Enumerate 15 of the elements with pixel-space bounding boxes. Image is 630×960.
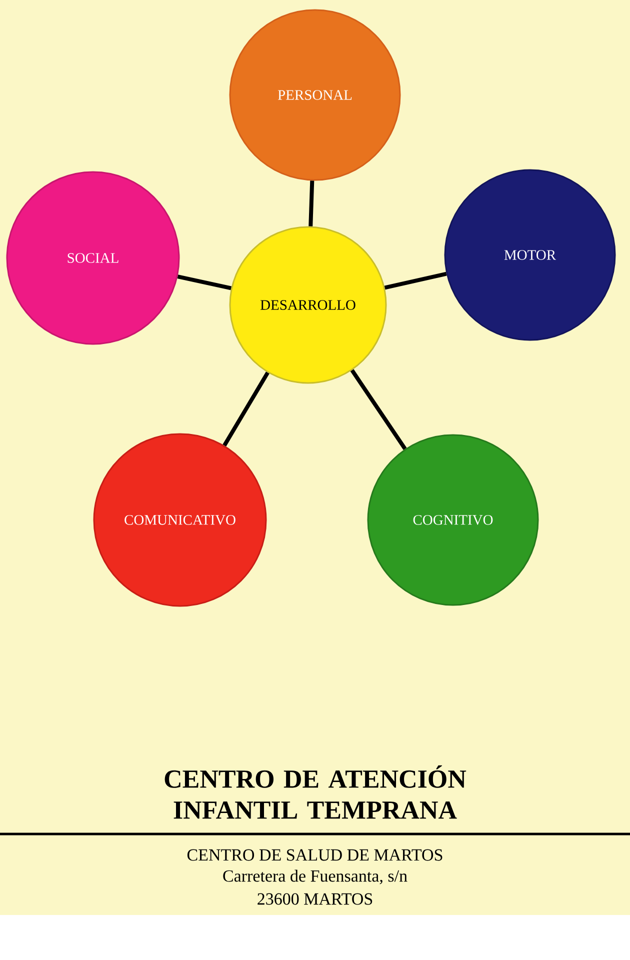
connector-line bbox=[384, 272, 447, 290]
connector-line bbox=[350, 369, 407, 450]
address-line: Carretera de Fuensanta, s/n bbox=[223, 870, 408, 884]
circle-node: SOCIAL bbox=[6, 171, 180, 345]
circle-node: DESARROLLO bbox=[229, 226, 387, 384]
circle-node: PERSONAL bbox=[229, 9, 401, 181]
circle-node: COMUNICATIVO bbox=[93, 433, 267, 607]
connector-line bbox=[177, 274, 232, 290]
connector-line bbox=[308, 180, 314, 226]
address-line: 23600 MARTOS bbox=[258, 893, 372, 905]
circle-node: COGNITIVO bbox=[367, 434, 539, 606]
title: CENTRO DE ATENCIÓN INFANTIL TEMPRANA bbox=[164, 765, 466, 819]
connector-line bbox=[222, 372, 270, 446]
circle-node: MOTOR bbox=[444, 169, 616, 341]
address-line: CENTRO DE SALUD DE MARTOS bbox=[187, 849, 442, 861]
